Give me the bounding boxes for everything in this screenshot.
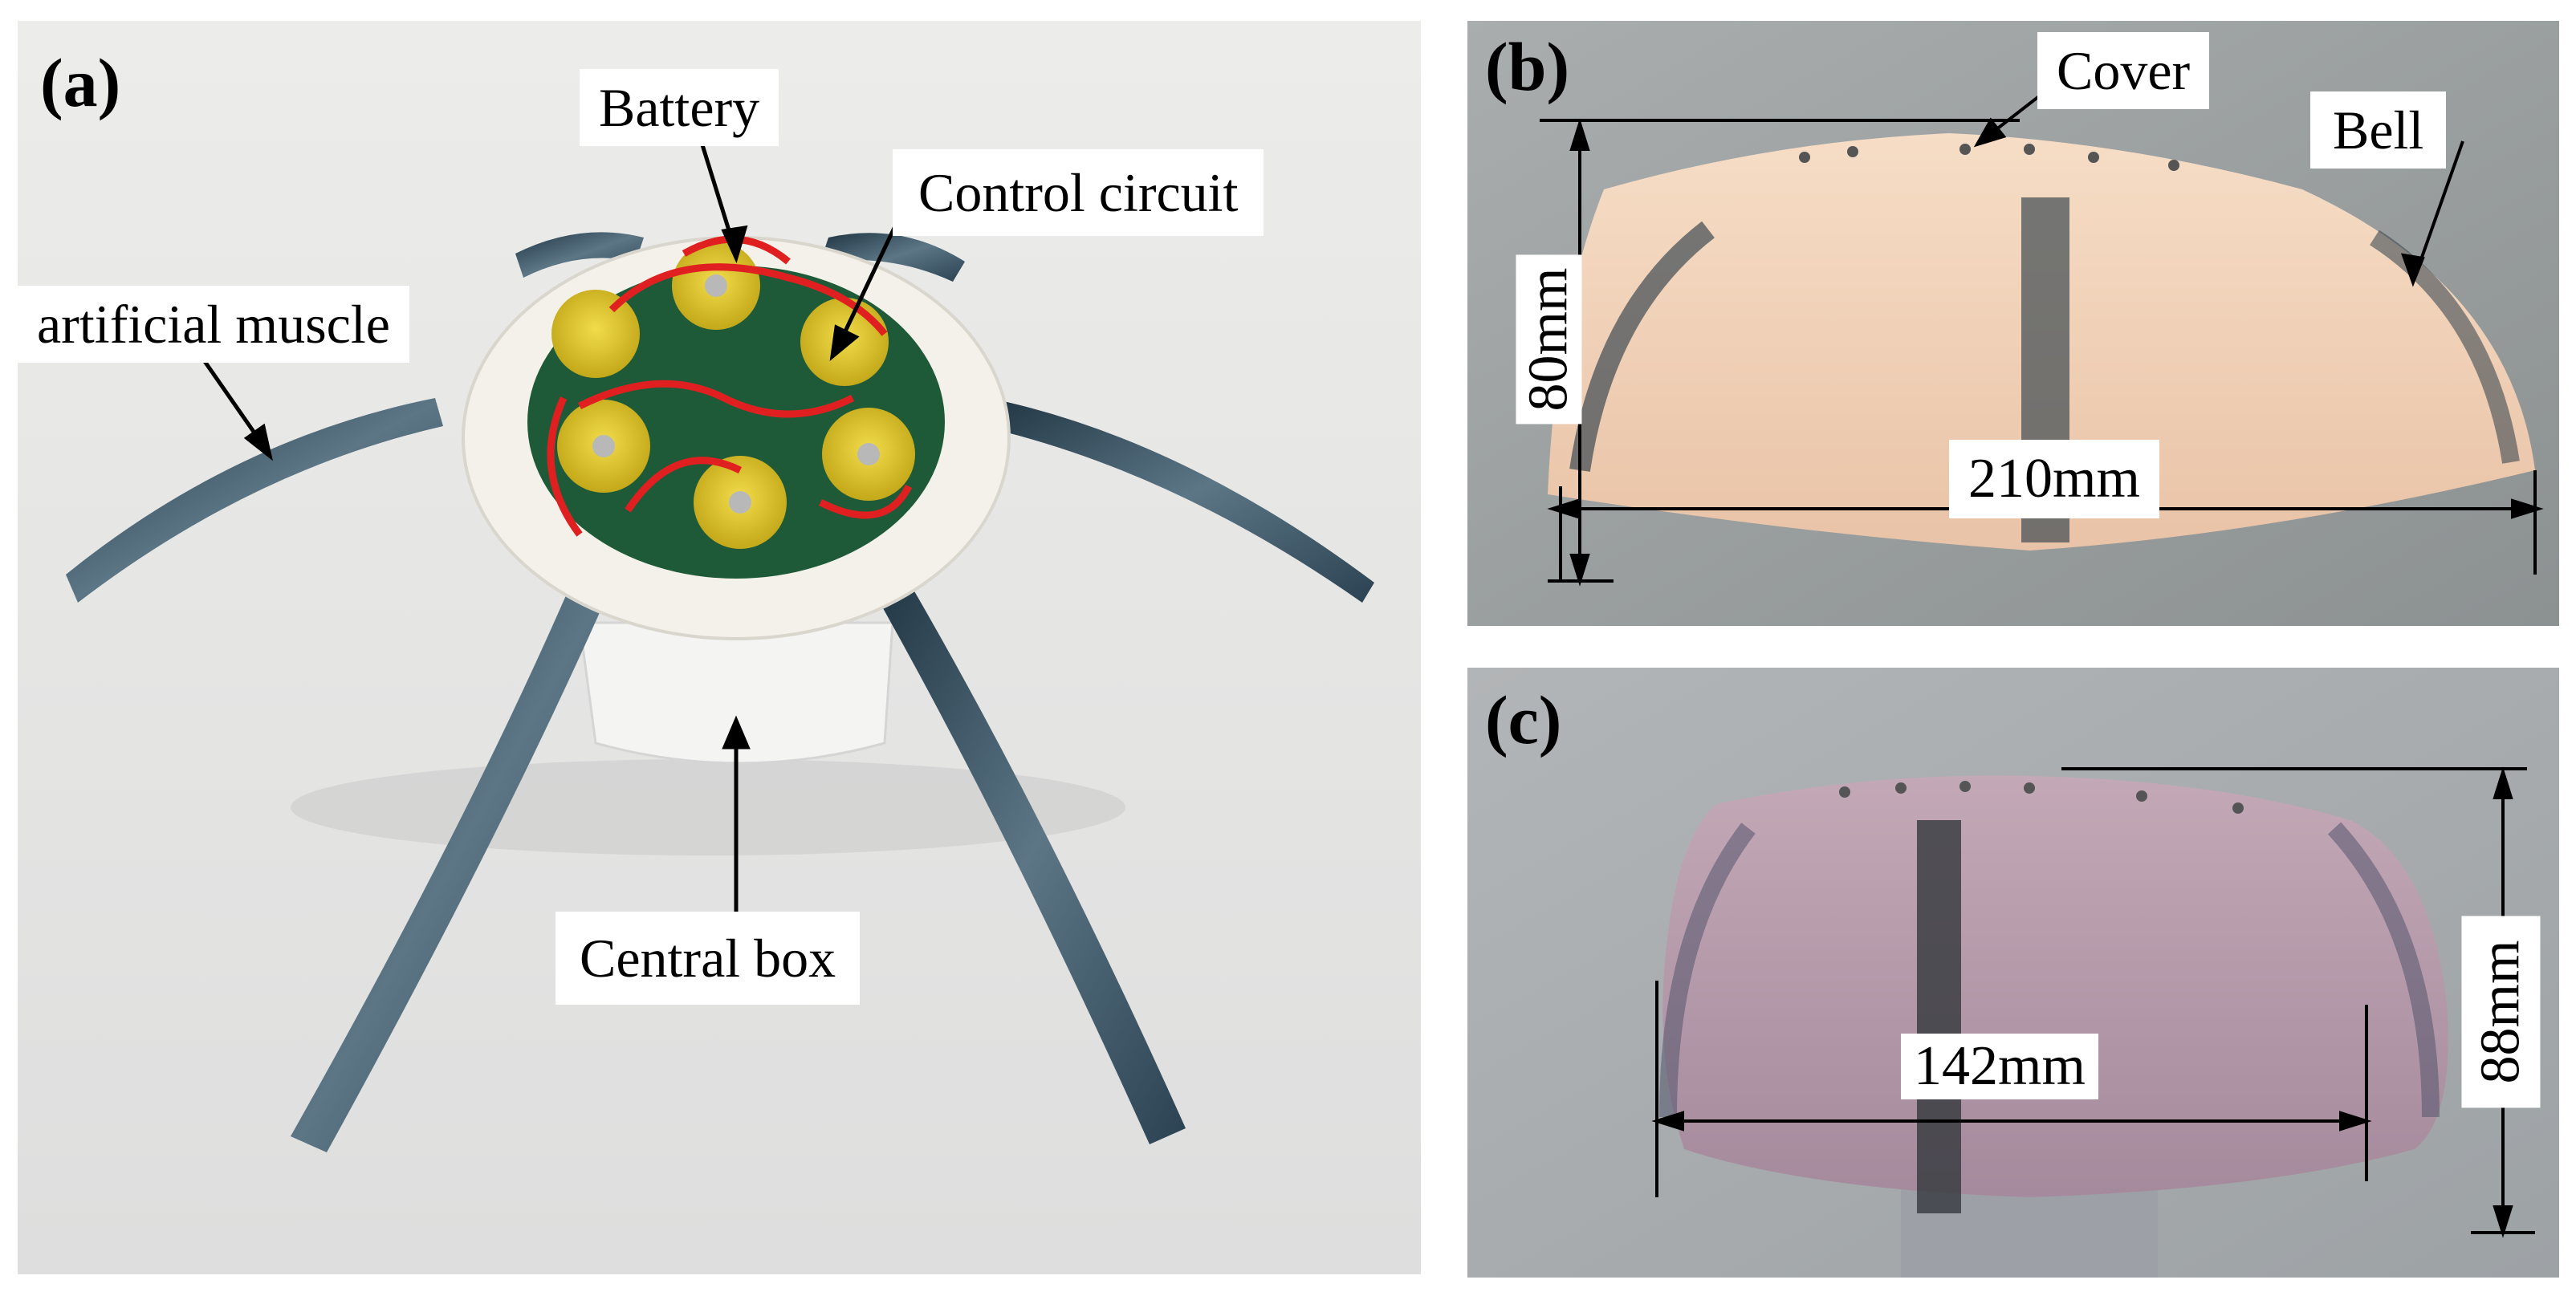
bell-contracted-view-photo	[1467, 668, 2559, 1278]
panel-a-photo: (a) Battery Control circuit artificial m…	[18, 21, 1421, 1274]
dimension-lines	[1540, 83, 2544, 587]
dimension-height-b: 80mm	[1516, 254, 1582, 425]
panel-letter-c: (c)	[1485, 681, 1562, 758]
dimension-width-b: 210mm	[1949, 440, 2159, 518]
artificial-muscle-strip	[820, 233, 965, 282]
label-cover: Cover	[2037, 32, 2210, 109]
panel-letter-a: (a)	[40, 44, 121, 121]
panel-b-photo: (b) Cover Bell 80mm 210mm	[1467, 21, 2559, 626]
artificial-muscle-strip	[66, 398, 443, 603]
cover-screws	[1839, 781, 2244, 814]
cover-screws	[1799, 144, 2179, 171]
dimension-width-c: 142mm	[1901, 1034, 2098, 1099]
label-central-box: Central box	[555, 912, 861, 1005]
artificial-muscle-strip	[981, 398, 1374, 603]
artificial-muscle-strip	[515, 232, 644, 278]
panel-c-photo: (c) 142mm 88mm	[1467, 668, 2559, 1278]
muscle-strip-center	[1917, 820, 1961, 1213]
panel-letter-b: (b)	[1485, 28, 1570, 105]
label-battery: Battery	[580, 69, 779, 146]
label-artificial-muscle: artificial muscle	[18, 286, 409, 363]
label-bell: Bell	[2310, 91, 2447, 169]
label-control-circuit: Control circuit	[893, 149, 1264, 236]
bell-body	[1662, 775, 2448, 1197]
artificial-muscle-strip	[869, 575, 1186, 1144]
annotation-arrows	[200, 136, 911, 920]
central-box	[578, 621, 894, 765]
artificial-muscle-strip	[291, 583, 608, 1152]
dimension-height-c: 88mm	[2461, 916, 2541, 1108]
